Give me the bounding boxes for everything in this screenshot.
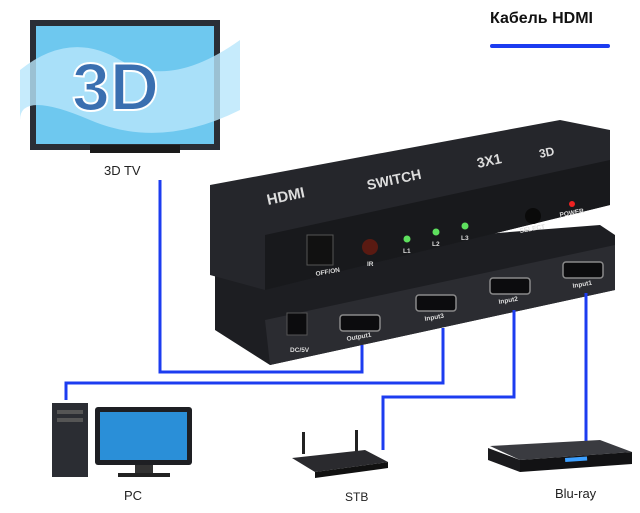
power-label: POWER [559,208,585,219]
switch-badge: 3D [538,144,556,161]
dc-label: DC/5V [290,347,310,354]
input3-label: Input3 [424,313,445,323]
pc-label: PC [124,488,143,503]
power-led [569,201,575,207]
ir-sensor [362,239,378,255]
hdmi-cables [64,180,588,450]
ir-label: IR [367,261,374,268]
legend-cable-swatch [490,44,610,48]
cable-pc-input3 [64,328,445,400]
led-l1-label: L1 [403,248,411,255]
led-l2 [432,228,440,236]
dc-jack [286,312,308,336]
off-on-label: OFF/ON [315,267,341,278]
led-l3-label: L3 [461,235,469,242]
cable-stb-input2 [381,310,516,450]
port-output1 [339,314,381,332]
power-rocker [306,234,334,266]
bluray-illustration [488,440,632,472]
led-l2-label: L2 [432,241,440,248]
led-l1 [403,235,411,243]
switch-model: 3X1 [475,150,503,171]
cable-tv-output1 [158,180,364,374]
tv-illustration: 3D [20,20,240,153]
legend-title: Кабель HDMI [490,10,593,27]
led-l3 [461,222,469,230]
switch-illustration: HDMI SWITCH 3X1 3D OFF/ON IR L1 L2 L3 SE… [210,120,615,365]
select-button-shape [525,208,541,224]
stb-label: STB [345,490,369,504]
stb-illustration [292,430,388,478]
tv-3d-logo: 3D [72,49,159,125]
select-label: SELECT [519,224,545,235]
input2-label: Input2 [498,296,519,306]
bluray-label: Blu-ray [555,486,597,501]
port-input1 [562,261,604,279]
output1-label: Output1 [346,332,372,343]
input1-label: Input1 [572,280,593,290]
tv-label: 3D TV [104,163,141,178]
port-input2 [489,277,531,295]
pc-illustration [52,403,192,477]
port-input3 [415,294,457,312]
